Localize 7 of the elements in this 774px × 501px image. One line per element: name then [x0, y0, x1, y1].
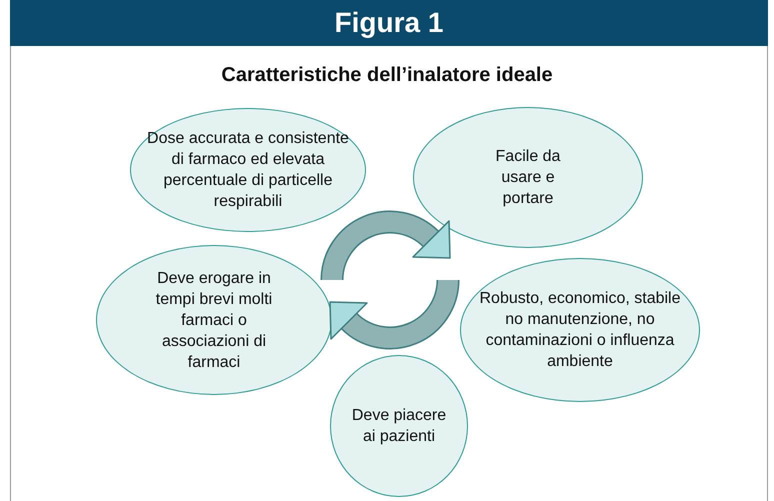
figure-header: Figura 1 [10, 0, 768, 46]
node-text: Deve erogare in tempi brevi molti farmaci o associazioni di farmaci [155, 268, 273, 372]
node-text: Facile da usare e portare [494, 147, 562, 209]
node-text: Robusto, economico, stabile no manutenzione, no contaminazioni o influenza ambiente [478, 289, 682, 372]
diagram-title: Caratteristiche dell’inalatore ideale [220, 64, 554, 87]
node-text: Deve piacere ai pazienti [350, 406, 448, 447]
node-text: Dose accurata e consistente di farmaco ed elevata percentuale di particelle respirabili [146, 129, 350, 212]
